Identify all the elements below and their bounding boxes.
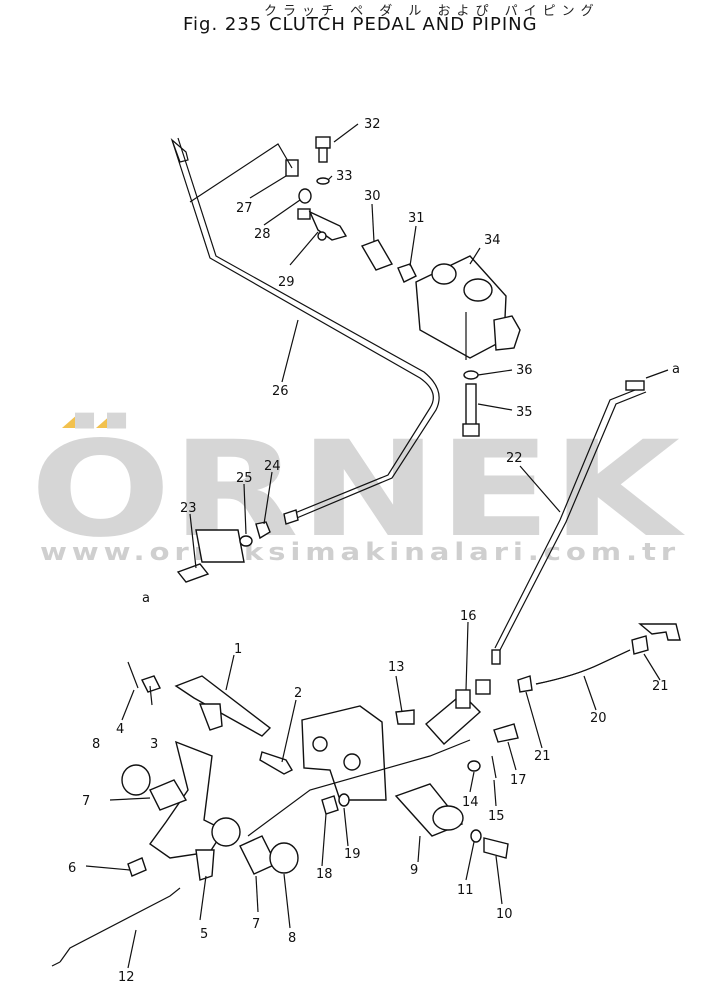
callout-20: 20 [590,711,607,726]
callout-13: 13 [388,660,405,675]
callout-4: 4 [116,722,124,737]
callout-33: 33 [336,169,353,184]
watermark-url: www.orneksimakinalari.com.tr [40,538,680,566]
callout-7-left: 7 [82,794,90,809]
callout-36: 36 [516,363,533,378]
callout-12: 12 [118,970,135,981]
callout-6: 6 [68,861,76,876]
callout-32: 32 [364,117,381,132]
watermark: ÖRNEK www.orneksimakinalari.com.tr [30,413,686,567]
nut-3 [141,675,161,693]
tee-fitting [638,623,681,641]
pin-15 [491,755,497,779]
callout-28: 28 [254,227,271,242]
callout-10: 10 [496,907,513,922]
callout-3: 3 [150,737,158,752]
bolt-35 [462,383,480,437]
callout-2: 2 [294,686,302,701]
pedal-1 [174,675,272,737]
pedal-arm-5 [149,740,241,881]
washer-14 [467,760,481,772]
callout-27: 27 [236,201,253,216]
callout-17: 17 [510,773,527,788]
callout-35: 35 [516,405,533,420]
spring-12 [51,887,181,967]
rod-26 [170,137,440,521]
callout-19: 19 [344,847,361,862]
nut-21-upper [631,635,649,655]
figure-title: Fig. 235 CLUTCH PEDAL AND PIPING [183,14,538,35]
callout-16: 16 [460,609,477,624]
callout-a-upper: a [672,362,680,377]
bolt-17 [493,723,519,743]
hose-20 [535,649,631,685]
bush-7-left [149,779,188,811]
callout-30: 30 [364,189,381,204]
valve-34 [415,255,521,360]
pipe-22 [491,380,647,665]
callout-26: 26 [272,384,289,399]
washer-36 [463,370,479,380]
ring-8-left [121,764,151,796]
nut-18 [321,795,339,815]
fitting-6 [127,857,147,877]
callout-31: 31 [408,211,425,226]
callout-34: 34 [484,233,501,248]
items-27-29 [285,159,348,241]
callout-1: 1 [234,642,242,657]
pin-4 [127,661,139,689]
callout-8-left: 8 [92,737,100,752]
callout-22: 22 [506,451,523,466]
callout-11: 11 [457,883,474,898]
callout-21-lower: 21 [534,749,551,764]
washer-11 [470,829,482,843]
callout-23: 23 [180,501,197,516]
shaft-line [247,739,471,837]
cylinder-9 [394,783,464,837]
callout-7-right: 7 [252,917,260,932]
washer-19 [338,793,350,807]
callout-a-lower: a [142,591,150,606]
callout-25: 25 [236,471,253,486]
ring-8-right [269,842,299,874]
callout-labels: 1 2 3 4 5 6 7 7 8 8 9 10 11 12 13 14 15 … [68,117,680,981]
callout-14: 14 [462,795,479,810]
master-cylinder-16 [424,679,491,745]
bracket [301,705,387,801]
watermark-logo: ÖRNEK [30,413,686,567]
title-japanese: クラッチ ペ ダ ル およぴ パイピング [264,4,600,19]
callout-21-upper: 21 [652,679,669,694]
bolt-10 [483,837,509,859]
items-23-25 [176,509,299,583]
callout-8-right: 8 [288,931,296,946]
callout-5: 5 [200,927,208,942]
callout-15: 15 [488,809,505,824]
bolt-2 [259,751,293,775]
washer-33 [316,177,330,185]
callout-24: 24 [264,459,281,474]
nut-21-lower [517,675,533,693]
callout-18: 18 [316,867,333,882]
callout-29: 29 [278,275,295,290]
bolt-32 [315,136,331,163]
watermark-accent-left [62,414,92,428]
watermark-accent-right [96,414,126,428]
spacer-30 [360,239,394,271]
nut-31 [397,263,417,283]
bolt-13 [395,709,415,725]
callout-9: 9 [410,863,418,878]
leader-lines [85,123,669,969]
